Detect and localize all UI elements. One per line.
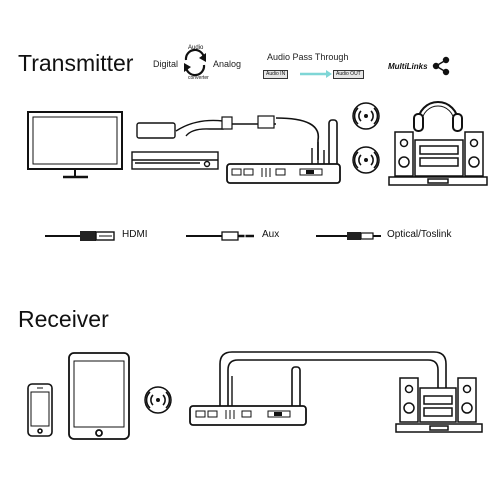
pass-through-arrow	[300, 70, 332, 78]
converter-small-label: converter	[188, 75, 209, 81]
share-icon	[432, 56, 450, 76]
receiver-title: Receiver	[18, 306, 109, 332]
stereo-system-icon	[395, 377, 483, 433]
aux-label: Aux	[262, 229, 280, 240]
wireless-signal-icon	[352, 146, 380, 174]
smartphone-icon	[27, 383, 53, 437]
hdmi-cable-icon	[45, 231, 115, 241]
digital-label: Digital	[153, 59, 179, 69]
pass-through-title: Audio Pass Through	[267, 52, 349, 62]
hdmi-label: HDMI	[122, 229, 148, 240]
aux-cable-icon	[186, 231, 254, 241]
audio-out-tag: Audio OUT	[333, 70, 364, 79]
receiver-device	[189, 366, 307, 426]
audio-in-tag: Audio IN	[263, 70, 289, 79]
optical-label: Optical/Toslink	[387, 229, 452, 240]
media-box-icon	[131, 122, 219, 170]
transmitter-title: Transmitter	[18, 50, 134, 76]
stereo-system-icon	[388, 131, 488, 186]
wireless-signal-icon	[352, 102, 380, 130]
transmitter-hdmi-cable	[175, 119, 224, 137]
multilinks-label: MultiLinks	[388, 62, 428, 71]
analog-label: Analog	[213, 59, 242, 69]
tablet-icon	[68, 352, 130, 440]
transmitter-device	[226, 119, 341, 184]
receiver-audio-cable	[219, 351, 447, 406]
optical-cable-icon	[316, 232, 381, 240]
tv-icon	[27, 111, 123, 179]
wireless-signal-icon	[144, 386, 172, 414]
audio-small-label: Audio	[188, 45, 204, 51]
headphones-icon	[413, 101, 463, 132]
convert-arrows-icon	[184, 48, 206, 77]
